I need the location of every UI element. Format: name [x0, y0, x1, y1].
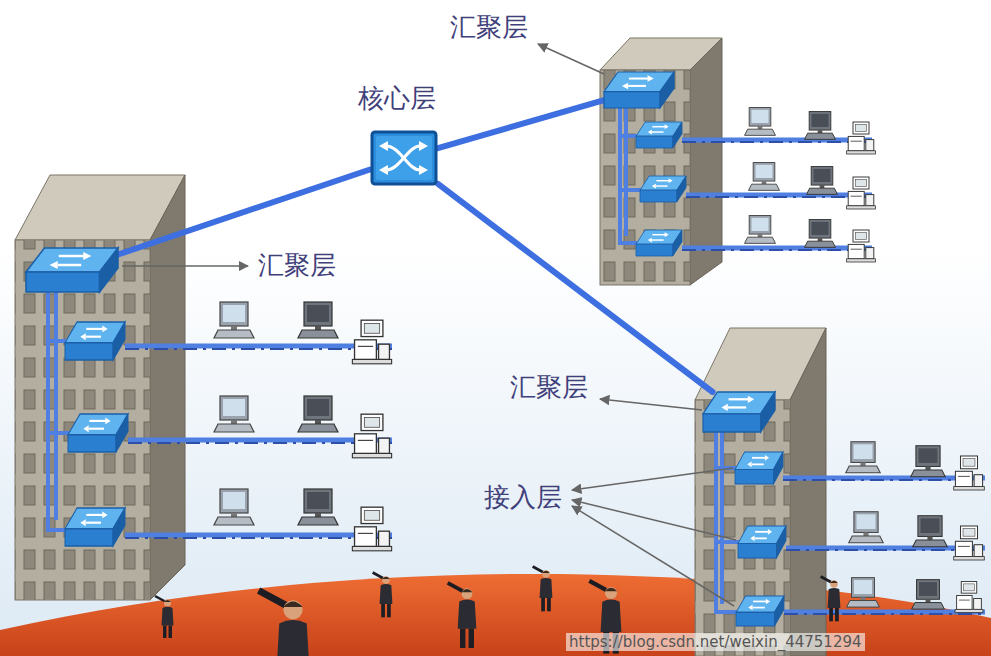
riser-wires-part — [716, 430, 740, 612]
riser-wires-part — [624, 106, 628, 236]
computers-part — [298, 489, 338, 525]
uplink-cable — [438, 184, 713, 392]
leader-arrows — [122, 44, 736, 606]
aggregation-switch-icon — [703, 392, 775, 432]
lan-wires-part-part — [125, 346, 392, 535]
riser-wires-part — [54, 290, 58, 520]
computers-part — [298, 302, 338, 338]
leader-arrows-part — [122, 265, 248, 267]
computers-part — [805, 220, 836, 248]
computers-part — [352, 320, 391, 364]
riser-wires-part — [48, 290, 70, 530]
access-switches-part — [65, 508, 125, 546]
computers-part — [846, 442, 881, 473]
computers-part — [352, 507, 391, 551]
access-switches-part — [640, 176, 686, 202]
lan-wires-part-part — [783, 478, 985, 612]
computers-part — [298, 396, 338, 432]
uplink-cable — [118, 170, 370, 255]
access-switches-part — [68, 414, 128, 452]
lan-wires-part-part — [783, 480, 985, 614]
building-bottom-right-part — [695, 400, 790, 656]
layer-label: 核心层 — [358, 83, 436, 114]
leader-arrows-part — [572, 506, 734, 606]
aggregation-switch-icon — [604, 72, 674, 108]
computers-part — [745, 108, 776, 136]
building-bottom-right-part — [695, 400, 790, 656]
computers-part — [805, 112, 836, 140]
building-left-part — [15, 240, 150, 600]
computers-part — [847, 177, 876, 209]
people-part — [259, 591, 310, 656]
people-part — [821, 577, 841, 622]
aggregation-switch-icon — [26, 248, 118, 292]
access-switches-part — [636, 122, 682, 148]
computers-part — [849, 512, 884, 543]
building-top-right-part — [600, 70, 690, 285]
access-switches-part — [735, 452, 783, 484]
aggregation-switch: 汇聚层 — [26, 248, 118, 292]
people-part — [533, 567, 553, 612]
layer-label: 汇聚层 — [258, 250, 336, 281]
lan-wires-part — [125, 142, 985, 614]
leader-arrows-part — [572, 500, 736, 540]
people-part — [155, 596, 174, 638]
computers-part — [912, 580, 945, 609]
aggregation-switch: 汇聚层 — [604, 72, 674, 108]
computers-part — [954, 526, 985, 560]
layer-label: 接入层 — [484, 482, 562, 513]
watermark: https://blog.csdn.net/weixin_44751294 — [566, 633, 865, 651]
aggregation-switch-icon — [26, 248, 118, 292]
core-switch-icon — [370, 130, 438, 186]
riser-wires — [48, 106, 740, 612]
core-switch-icon — [372, 132, 436, 184]
aggregation-switch-icon — [703, 392, 775, 432]
layer-label: 汇聚层 — [510, 372, 588, 403]
access-switches — [65, 122, 786, 626]
computers-part — [847, 578, 880, 607]
access-switches-part — [65, 322, 125, 360]
computers-part — [955, 582, 983, 613]
computers-part — [352, 414, 391, 458]
lan-wires-part-part — [682, 140, 872, 248]
layer-label: 汇聚层 — [450, 12, 528, 43]
riser-wires-part — [720, 430, 724, 604]
aggregation-switch-icon — [604, 72, 674, 108]
computers-part — [749, 163, 780, 191]
computers-part — [214, 489, 254, 525]
building-left-part — [15, 240, 150, 600]
uplink-cable — [438, 100, 604, 148]
computers-part — [847, 230, 876, 262]
people-part — [448, 583, 477, 648]
building-top-right-part — [600, 70, 690, 285]
computers-part — [911, 446, 946, 477]
computers-part — [214, 302, 254, 338]
aggregation-switch: 汇聚层 — [703, 392, 775, 432]
leader-arrows-part — [572, 468, 733, 490]
lan-wires-part-part — [125, 349, 392, 538]
building-bottom-right — [695, 328, 826, 656]
computers-part — [954, 456, 985, 490]
computers-part — [745, 216, 776, 244]
computers-part — [807, 167, 838, 195]
lan-wires-part-part — [682, 142, 872, 250]
riser-wires-part — [620, 106, 642, 243]
building-bottom-right-part — [790, 328, 826, 656]
computers-part — [214, 396, 254, 432]
computers-part — [847, 122, 876, 154]
computers-part — [913, 516, 948, 547]
people-part — [373, 573, 393, 618]
access-switches-part — [736, 596, 784, 626]
access-switches-part — [738, 526, 786, 558]
leader-arrows-part — [538, 44, 604, 74]
access-switches-part — [636, 230, 682, 256]
leader-arrows-part — [600, 399, 702, 410]
core-switch: 核心层 — [370, 130, 438, 186]
